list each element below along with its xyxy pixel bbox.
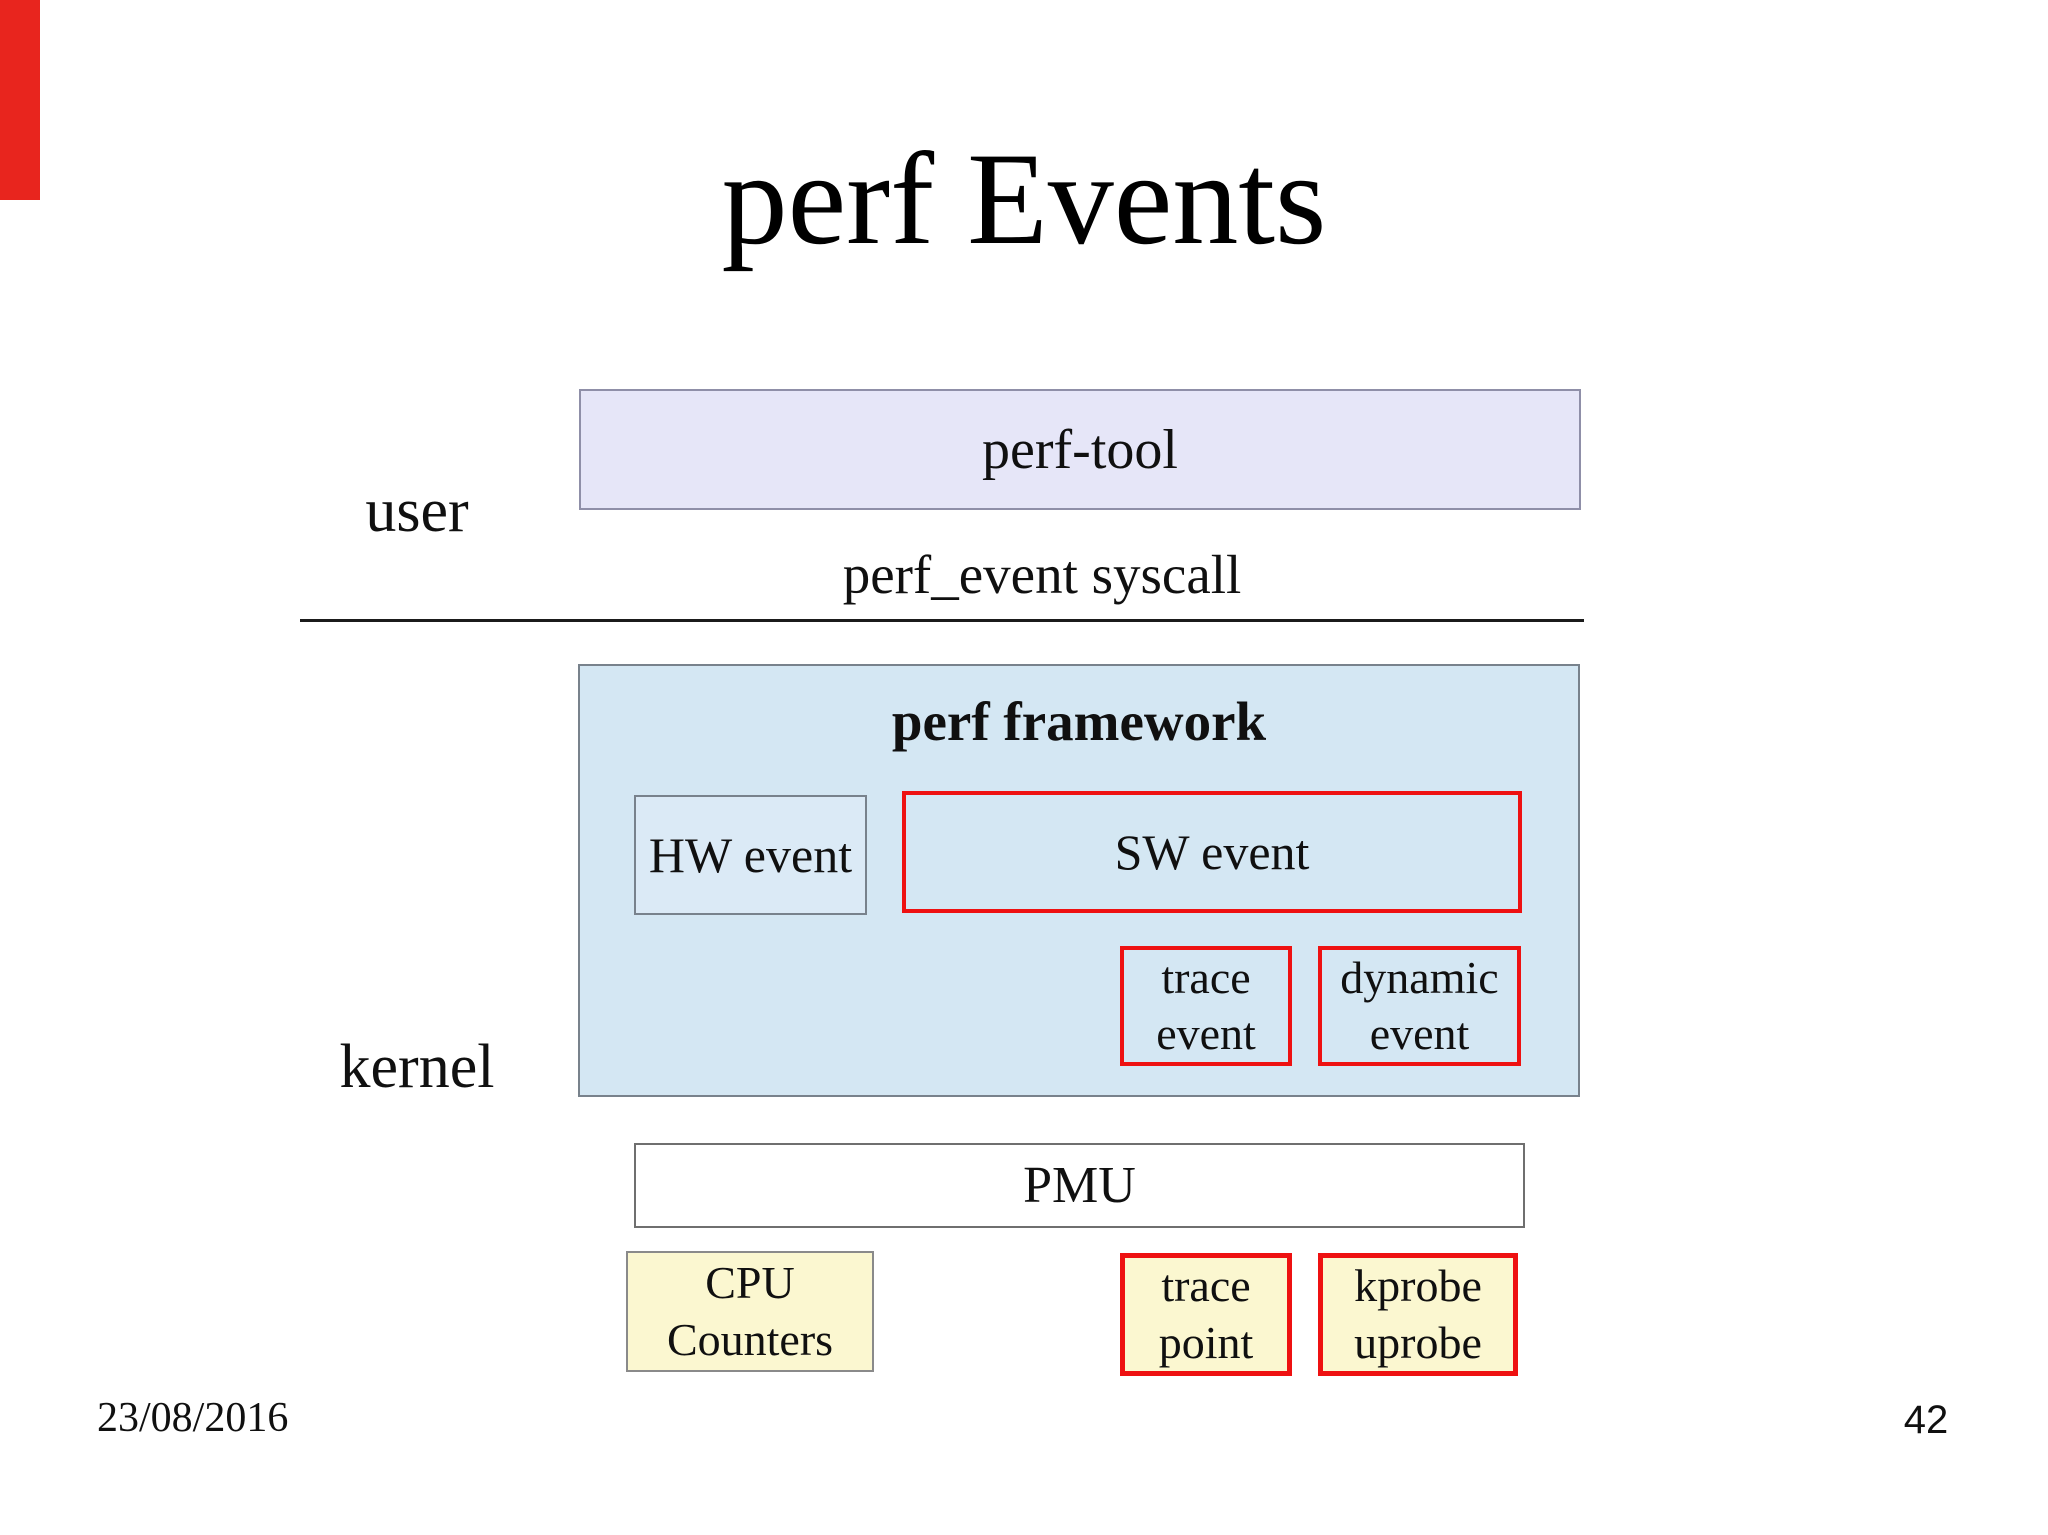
sw-event-label: SW event [1114,824,1310,880]
sw-event-box: SW event [902,791,1522,913]
perf-framework-label: perf framework [891,691,1267,752]
page-title: perf Events [721,125,1327,272]
kprobe-uprobe-box: kprobe uprobe [1318,1253,1518,1376]
dynamic-event-label-line1: dynamic [1340,951,1499,1003]
dynamic-event-label-line2: event [1369,1008,1470,1059]
cpu-counters-label-line2: Counters [666,1313,834,1365]
trace-event-label-line1: trace [1161,951,1251,1003]
kprobe-uprobe-label-line2: uprobe [1354,1316,1482,1368]
perf-event-syscall-label: perf_event syscall [842,544,1242,605]
cpu-counters-label-line1: CPU [705,1257,795,1309]
perf-tool-label: perf-tool [982,418,1178,481]
hw-event-label: HW event [648,827,853,883]
red-corner-marker [0,0,40,200]
trace-point-label-line1: trace [1161,1260,1251,1312]
slide-page-number: 42 [1903,1398,1949,1442]
perf-tool-box: perf-tool [579,389,1581,510]
dynamic-event-box: dynamic event [1318,946,1521,1066]
pmu-box: PMU [634,1143,1525,1228]
slide-date: 23/08/2016 [97,1395,289,1441]
trace-point-label-line2: point [1158,1316,1254,1368]
kprobe-uprobe-label-line1: kprobe [1354,1260,1482,1312]
trace-event-box: trace event [1120,946,1292,1066]
trace-point-box: trace point [1120,1253,1292,1376]
trace-event-label-line2: event [1156,1008,1256,1059]
pmu-label: PMU [1023,1157,1136,1214]
hw-event-box: HW event [634,795,867,915]
user-kernel-divider [300,619,1584,622]
user-space-label: user [365,477,469,545]
cpu-counters-box: CPU Counters [626,1251,874,1372]
kernel-space-label: kernel [339,1033,495,1101]
